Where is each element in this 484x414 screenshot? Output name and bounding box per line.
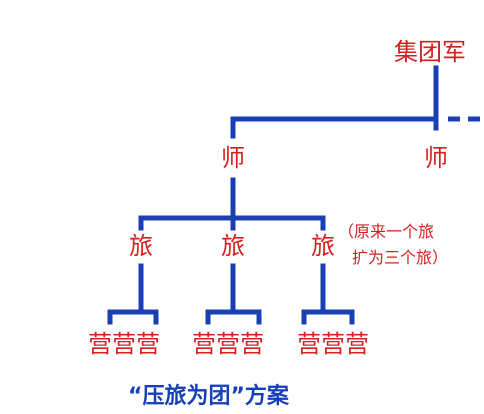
node-brigade-1: 旅: [129, 232, 153, 260]
node-division-other: 师: [424, 144, 448, 172]
brigade-expansion-note-line-2: 扩为三个旅）: [352, 248, 449, 267]
node-army-group: 集团军: [394, 38, 466, 66]
node-brigade-3: 旅: [311, 232, 335, 260]
diagram-caption: “压旅为团”方案: [128, 384, 289, 409]
node-battalions-2: 营营营: [192, 330, 264, 358]
node-battalions-3: 营营营: [297, 330, 369, 358]
node-battalions-1: 营营营: [88, 330, 160, 358]
brigade-expansion-note-line-1: （原来一个旅: [338, 222, 435, 241]
node-division-main: 师: [221, 144, 245, 172]
node-brigade-2: 旅: [221, 232, 245, 260]
